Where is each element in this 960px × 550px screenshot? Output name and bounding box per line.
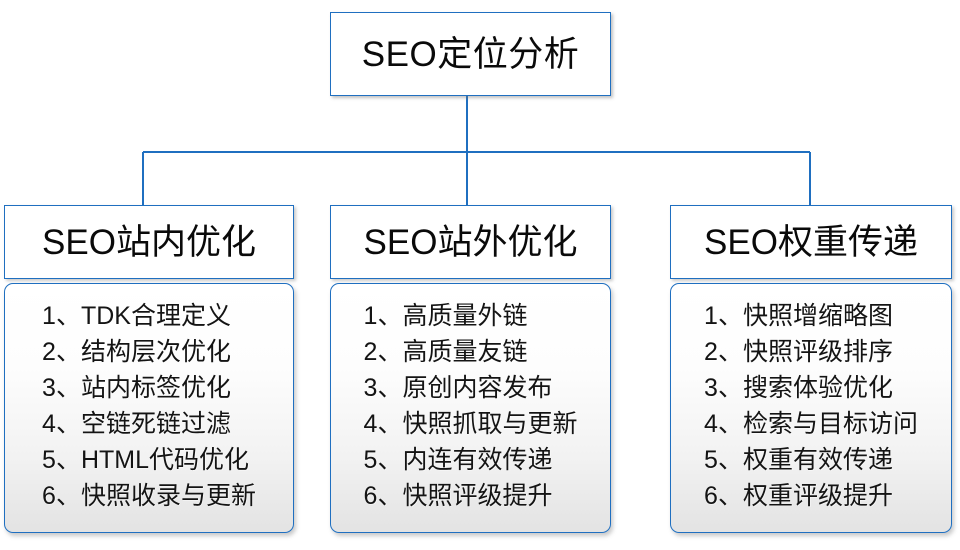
list-item: 5、HTML代码优化 <box>42 446 250 474</box>
branch-column-3: SEO权重传递 1、快照增缩略图 2、快照评级排序 3、搜索体验优化 4、检索与… <box>670 205 952 533</box>
list-item: 2、高质量友链 <box>363 338 528 366</box>
branch-body-1: 1、TDK合理定义 2、结构层次优化 3、站内标签优化 4、空链死链过滤 5、H… <box>4 283 294 533</box>
list-item: 2、结构层次优化 <box>42 338 231 366</box>
list-item: 3、原创内容发布 <box>363 374 553 402</box>
root-node[interactable]: SEO定位分析 <box>330 12 611 96</box>
list-item: 5、内连有效传递 <box>363 446 553 474</box>
branch-header-1[interactable]: SEO站内优化 <box>4 205 294 279</box>
branch-title-1: SEO站内优化 <box>42 222 256 262</box>
item-list-2: 1、高质量外链 2、高质量友链 3、原创内容发布 4、快照抓取与更新 5、内连有… <box>364 298 578 514</box>
list-item: 3、站内标签优化 <box>42 374 231 402</box>
list-item: 6、快照评级提升 <box>363 482 553 510</box>
branch-header-2[interactable]: SEO站外优化 <box>330 205 611 279</box>
branch-column-1: SEO站内优化 1、TDK合理定义 2、结构层次优化 3、站内标签优化 4、空链… <box>4 205 294 533</box>
list-item: 1、快照增缩略图 <box>704 302 893 330</box>
list-item: 1、高质量外链 <box>363 302 528 330</box>
list-item: 2、快照评级排序 <box>704 338 893 366</box>
list-item: 4、空链死链过滤 <box>42 410 231 438</box>
branch-body-3: 1、快照增缩略图 2、快照评级排序 3、搜索体验优化 4、检索与目标访问 5、权… <box>670 283 952 533</box>
list-item: 6、权重评级提升 <box>704 482 893 510</box>
list-item: 1、TDK合理定义 <box>42 302 231 330</box>
list-item: 4、快照抓取与更新 <box>363 410 578 438</box>
branch-title-3: SEO权重传递 <box>704 222 918 262</box>
branch-body-2: 1、高质量外链 2、高质量友链 3、原创内容发布 4、快照抓取与更新 5、内连有… <box>330 283 611 533</box>
root-node-title: SEO定位分析 <box>361 34 580 74</box>
list-item: 6、快照收录与更新 <box>42 482 256 510</box>
branch-column-2: SEO站外优化 1、高质量外链 2、高质量友链 3、原创内容发布 4、快照抓取与… <box>330 205 611 533</box>
branch-header-3[interactable]: SEO权重传递 <box>670 205 952 279</box>
branch-title-2: SEO站外优化 <box>363 222 578 262</box>
list-item: 3、搜索体验优化 <box>704 374 893 402</box>
item-list-3: 1、快照增缩略图 2、快照评级排序 3、搜索体验优化 4、检索与目标访问 5、权… <box>704 298 918 514</box>
list-item: 4、检索与目标访问 <box>704 410 918 438</box>
item-list-1: 1、TDK合理定义 2、结构层次优化 3、站内标签优化 4、空链死链过滤 5、H… <box>42 298 256 514</box>
list-item: 5、权重有效传递 <box>704 446 893 474</box>
